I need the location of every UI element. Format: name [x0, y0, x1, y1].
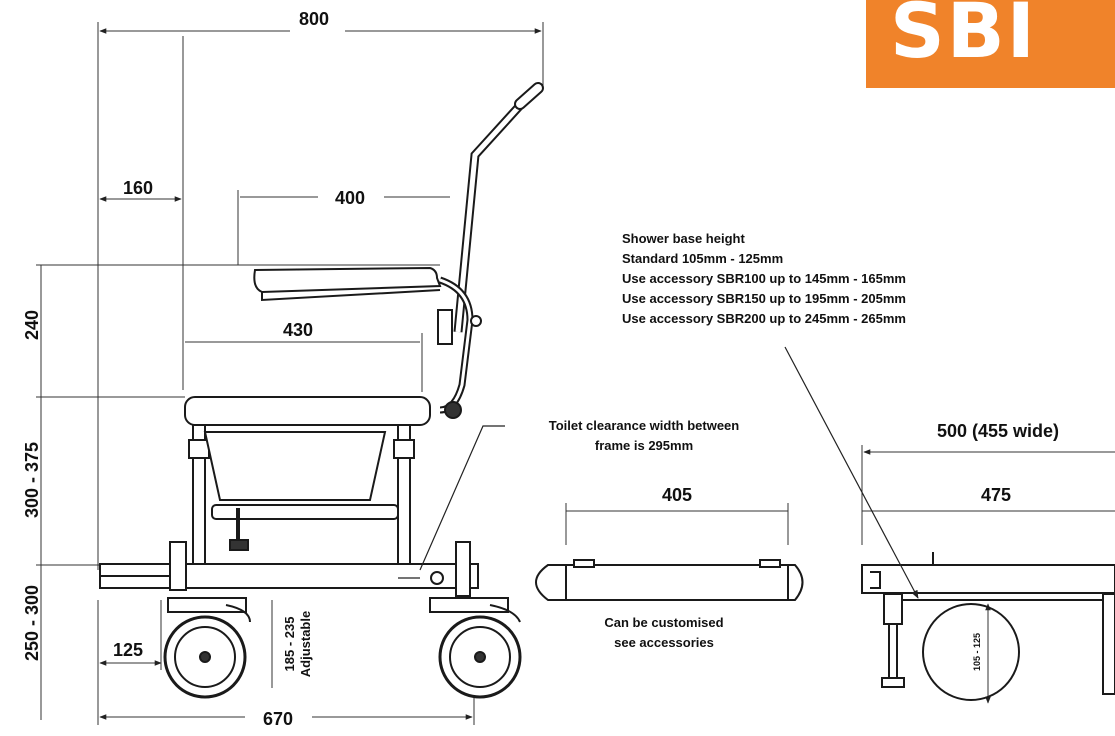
- leader-lines: [398, 346, 919, 599]
- dim-base-height-small: 105 - 125: [972, 633, 982, 671]
- shower-base-note: Shower base height Standard 105mm - 125m…: [622, 231, 906, 326]
- logo-text: SBI: [890, 0, 1037, 75]
- rear-wheel: [163, 597, 251, 699]
- frame-end-view: [861, 552, 1115, 701]
- note-line: Use accessory SBR200 up to 245mm - 265mm: [622, 311, 906, 326]
- note-line: see accessories: [614, 635, 714, 650]
- dim-armrest-length: 400: [335, 188, 365, 208]
- note-line: Use accessory SBR100 up to 145mm - 165mm: [622, 271, 906, 286]
- note-line: Can be customised: [604, 615, 723, 630]
- toilet-clearance-note: Toilet clearance width between frame is …: [549, 418, 740, 453]
- dim-footrest-offset: 125: [113, 640, 143, 660]
- customised-note: Can be customised see accessories: [604, 615, 723, 650]
- note-line: frame is 295mm: [595, 438, 693, 453]
- note-line: Shower base height: [622, 231, 745, 246]
- note-line: Standard 105mm - 125mm: [622, 251, 783, 266]
- dim-frame-height-range: 250 - 300: [22, 585, 42, 661]
- note-line: Use accessory SBR150 up to 195mm - 205mm: [622, 291, 906, 306]
- sbi-logo: SBI: [866, 0, 1115, 88]
- dim-adjustable-range: 185 - 235: [282, 617, 297, 672]
- dim-rear-to-seat: 160: [123, 178, 153, 198]
- dimension-labels: 800 160 400 430 240 300 - 375 250 - 300 …: [22, 9, 1059, 729]
- note-line: Toilet clearance width between: [549, 418, 740, 433]
- dim-seat-height-range: 300 - 375: [22, 442, 42, 518]
- dimension-lines: [36, 22, 1115, 725]
- front-wheel: [429, 597, 522, 699]
- dim-front-frame-width: 405: [662, 485, 692, 505]
- dim-side-overall-width: 500 (455 wide): [937, 421, 1059, 441]
- frame-top-view: [535, 559, 804, 601]
- chair-side-view: [99, 82, 544, 699]
- dim-seat-depth: 430: [283, 320, 313, 340]
- dim-adjustable-label: Adjustable: [298, 611, 313, 677]
- dim-backrest-height: 240: [22, 310, 42, 340]
- dim-overall-width: 800: [299, 9, 329, 29]
- dim-wheelbase: 670: [263, 709, 293, 729]
- dim-inner-side-width: 475: [981, 485, 1011, 505]
